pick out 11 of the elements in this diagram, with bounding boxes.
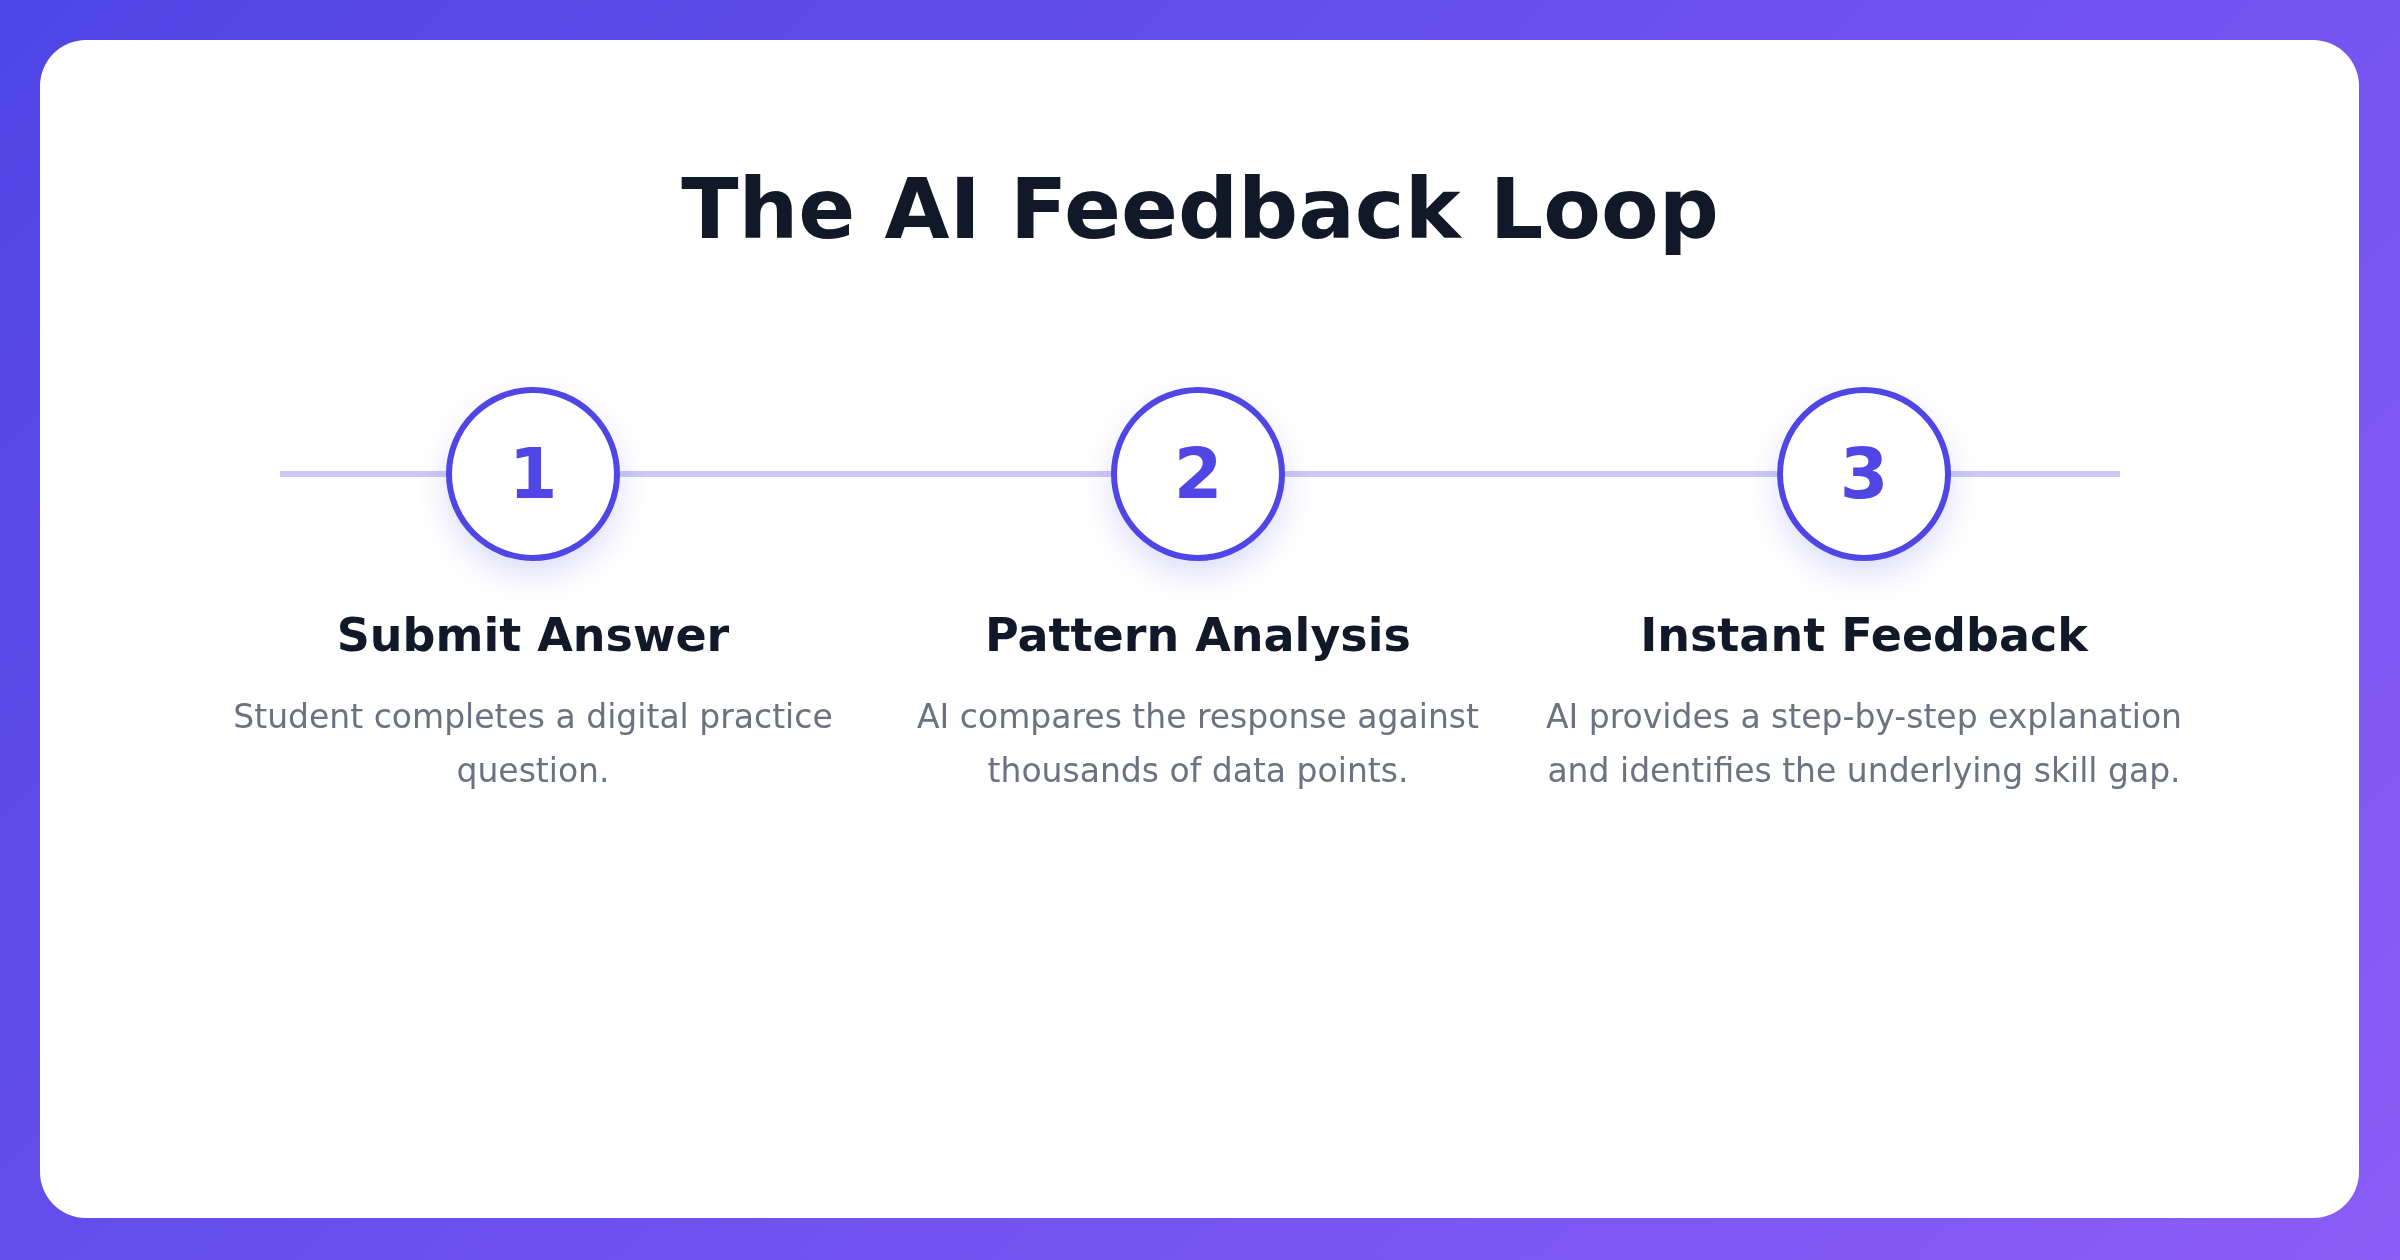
connector-line — [280, 471, 446, 477]
step-description: Student completes a digital practice question. — [232, 696, 834, 792]
step-title: Pattern Analysis — [984, 608, 1412, 662]
connector-line — [1951, 471, 2120, 477]
step-title: Instant Feedback — [1639, 608, 2090, 662]
connector-line — [1285, 471, 1777, 477]
step-title: Submit Answer — [335, 608, 731, 662]
connector-line — [620, 471, 1111, 477]
step-description: AI provides a step-by-step explanation and identifies the underlying skill gap. — [1545, 696, 2183, 792]
diagram-title: The AI Feedback Loop — [680, 160, 1720, 258]
step-description: AI compares the response against thousands of data points. — [916, 696, 1480, 792]
